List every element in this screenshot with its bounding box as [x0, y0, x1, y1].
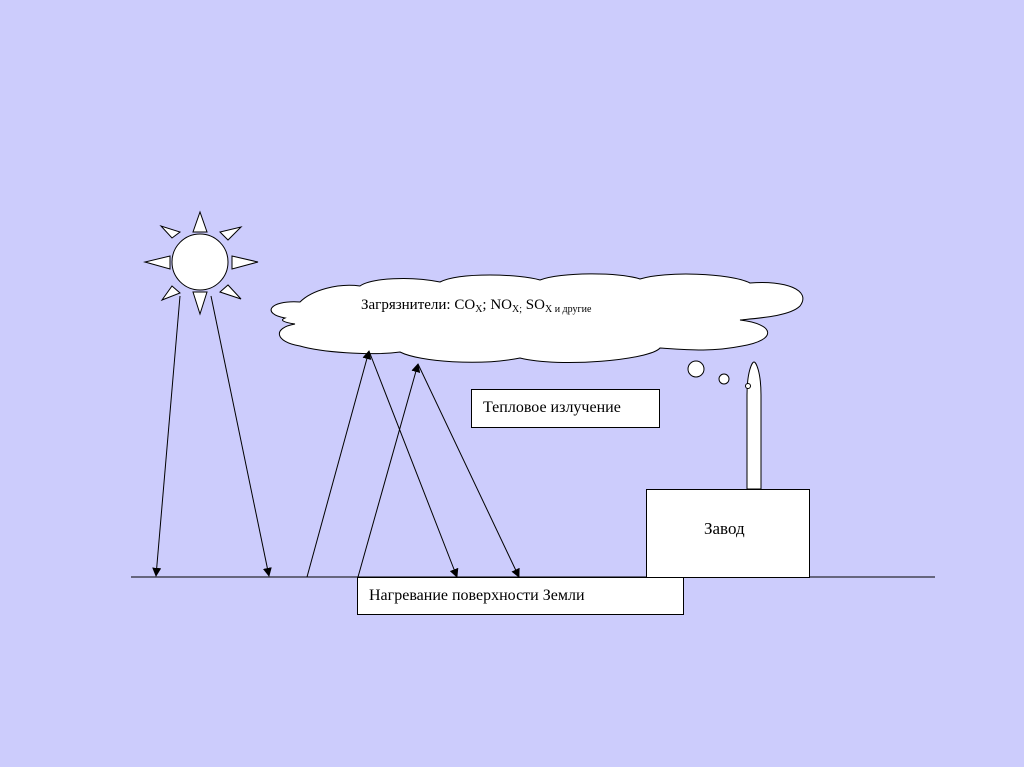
- surface-heating-label: Нагревание поверхности Земли: [357, 577, 684, 615]
- sun-ray: [143, 255, 171, 270]
- co-subscript: X: [475, 304, 483, 315]
- heat-radiation-label: Тепловое излучение: [471, 389, 660, 428]
- factory-building: Завод: [646, 489, 810, 578]
- sun-ray: [192, 291, 208, 316]
- pollution-cloud: [270, 273, 804, 364]
- others-text: и другие: [552, 304, 592, 315]
- heat-ray-up-arrow: [357, 363, 421, 578]
- smoke-puff: [718, 373, 730, 385]
- sun-ray: [231, 255, 259, 270]
- chimney-shape: [746, 361, 762, 490]
- cloud-pollutants-label: Загрязнители: COX; NOX; SOX и другие: [361, 297, 591, 315]
- smoke-puff: [687, 360, 705, 378]
- no-text: ; NO: [482, 297, 513, 313]
- sun-ray: [160, 285, 181, 302]
- sun-ray: [219, 284, 242, 300]
- sun-icon: [143, 210, 259, 316]
- factory-chimney: [687, 360, 762, 490]
- sun-disc: [171, 233, 229, 291]
- heat-ray-down-arrow: [417, 363, 520, 578]
- heat-ray-down-arrow: [368, 350, 459, 578]
- so-text: SO: [522, 297, 545, 313]
- smoke-puff: [745, 383, 751, 389]
- sun-ray: [192, 210, 208, 233]
- sun-ray: [219, 226, 243, 241]
- pollutants-text: Загрязнители: CO: [361, 297, 476, 313]
- cloud-shape: [270, 273, 804, 364]
- solar-ray-arrow: [152, 295, 181, 577]
- so-subscript: X: [544, 304, 553, 315]
- solar-ray-arrow: [210, 295, 272, 577]
- no-subscript: X;: [512, 304, 523, 315]
- sun-ray: [159, 224, 182, 239]
- heat-ray-up-arrow: [306, 350, 372, 578]
